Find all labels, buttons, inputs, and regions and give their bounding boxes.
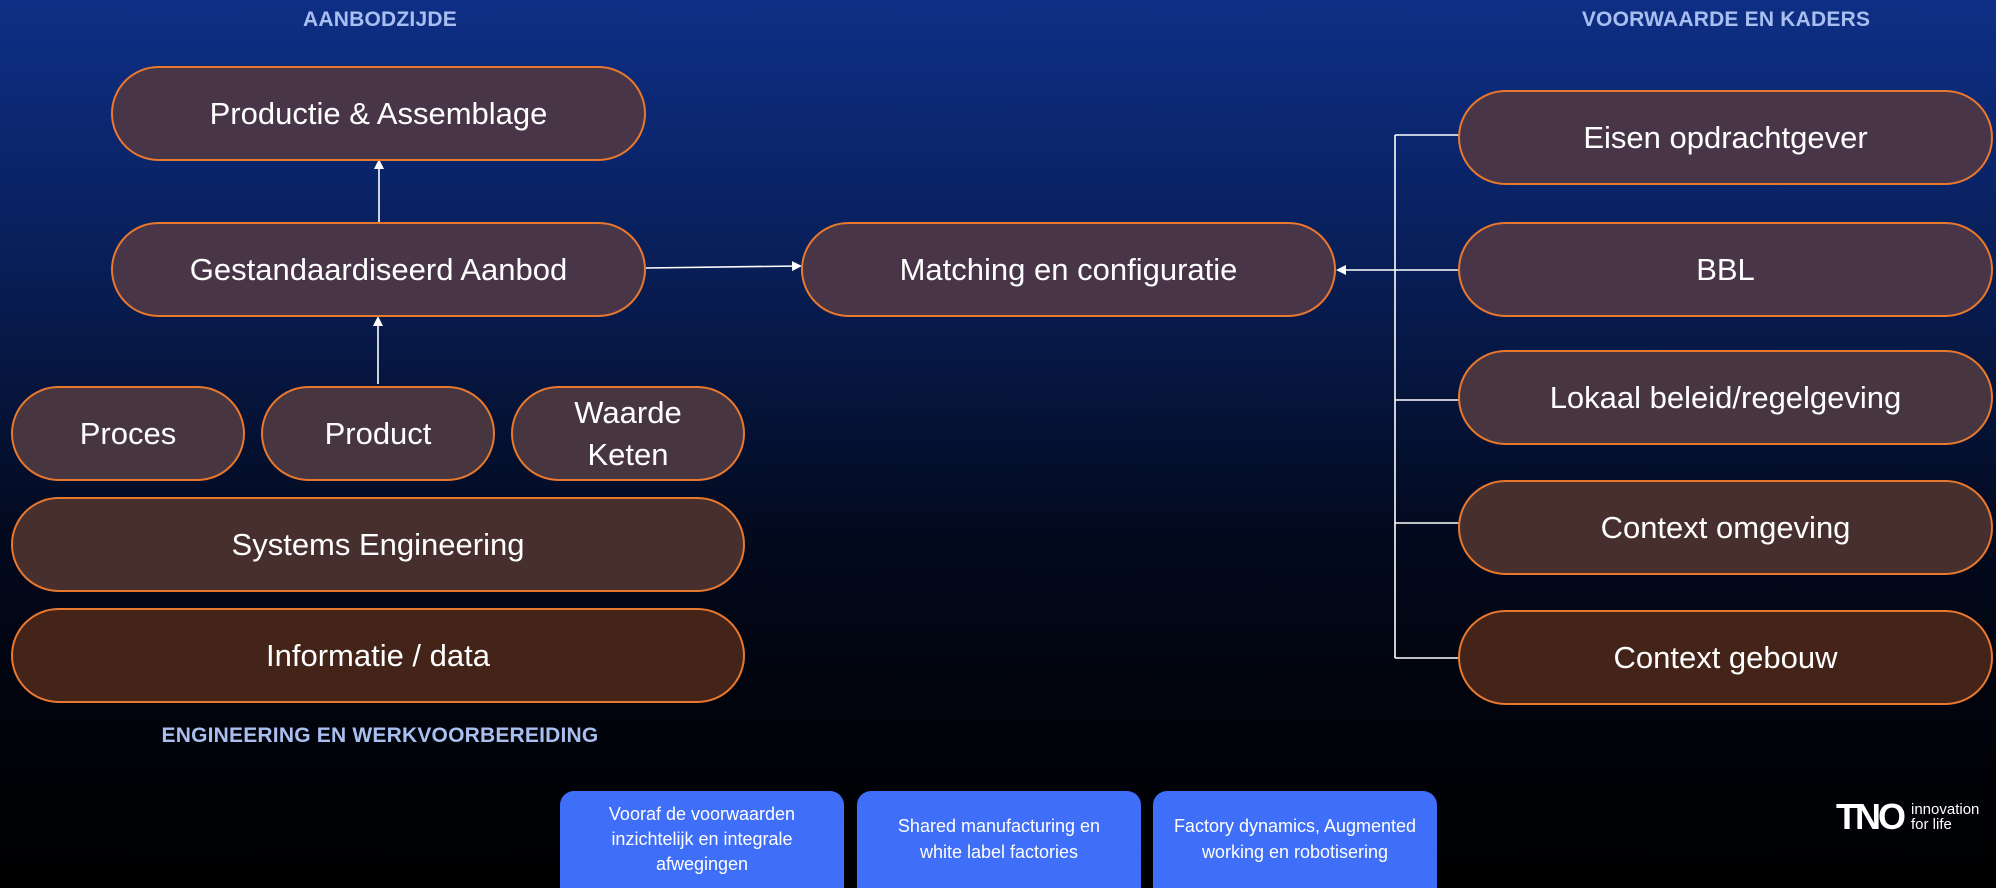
node-information-data: Informatie / data: [11, 608, 745, 703]
node-process: Proces: [11, 386, 245, 481]
tno-logo: TNO innovation for life: [1836, 796, 1979, 838]
header-conditions: VOORWAARDE EN KADERS: [1581, 8, 1871, 31]
logo-tagline-line2: for life: [1911, 816, 1952, 833]
node-local-policy: Lokaal beleid/regelgeving: [1458, 350, 1993, 445]
arrow-standardized-to-matching: [645, 261, 802, 272]
node-matching-configuration: Matching en configuratie: [801, 222, 1336, 317]
logo-tagline: innovation for life: [1911, 802, 1979, 832]
card-shared-manufacturing: Shared manufacturing en white label fact…: [857, 791, 1141, 888]
node-client-requirements: Eisen opdrachtgever: [1458, 90, 1993, 185]
header-supply-side: AANBODZIJDE: [303, 8, 457, 31]
card-conditions-insight: Vooraf de voorwaarden inzichtelijk en in…: [560, 791, 844, 888]
node-context-building: Context gebouw: [1458, 610, 1993, 705]
node-product: Product: [261, 386, 495, 481]
node-value-chain: Waarde Keten: [511, 386, 745, 481]
node-bbl: BBL: [1458, 222, 1993, 317]
node-context-environment: Context omgeving: [1458, 480, 1993, 575]
logo-mark: TNO: [1836, 796, 1906, 837]
node-production-assembly: Productie & Assemblage: [111, 66, 646, 161]
card-factory-dynamics: Factory dynamics, Augmented working en r…: [1153, 791, 1437, 888]
node-systems-engineering: Systems Engineering: [11, 497, 745, 592]
logo-tagline-line1: innovation: [1911, 801, 1980, 818]
header-engineering: ENGINEERING EN WERKVOORBEREIDING: [161, 724, 599, 747]
node-standardized-offer: Gestandaardiseerd Aanbod: [111, 222, 646, 317]
